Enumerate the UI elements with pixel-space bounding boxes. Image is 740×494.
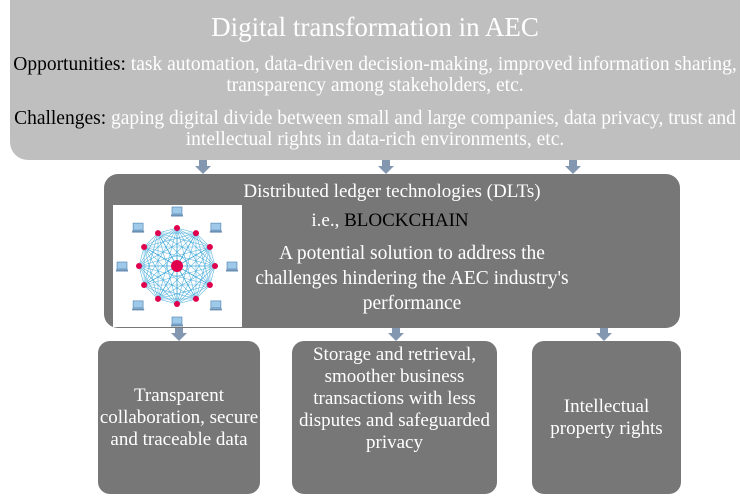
network-link [138, 246, 145, 267]
network-link [157, 233, 178, 305]
computer-icon [171, 206, 183, 217]
network-link [176, 227, 197, 299]
network-node [212, 263, 218, 269]
network-node [141, 244, 148, 250]
computer-icon [226, 261, 238, 272]
network-link [157, 232, 216, 267]
network-link [157, 265, 178, 300]
outcome-text: Storage and retrieval, smoother business… [299, 344, 490, 453]
computer-icon [132, 300, 145, 311]
computer-icon [132, 222, 145, 233]
network-link [209, 265, 216, 286]
outcome-box-collaboration: Transparent collaboration, secure and tr… [98, 341, 260, 494]
challenges-label: Challenges: [14, 108, 107, 129]
network-link [138, 246, 210, 267]
network-link [143, 265, 178, 286]
dlt-subheading: i.e., BLOCKCHAIN [240, 210, 540, 232]
network-link [143, 233, 159, 286]
network-graphic [116, 206, 238, 327]
blockchain-label: BLOCKCHAIN [344, 210, 469, 231]
network-link [144, 265, 216, 286]
blockchain-network-icon [113, 205, 242, 327]
dlt-heading: Distributed ledger technologies (DLTs) [243, 181, 541, 202]
network-link [144, 246, 216, 267]
network-node [193, 230, 199, 237]
opportunities-label: Opportunities: [13, 54, 126, 75]
network-link [157, 232, 211, 286]
network-node [155, 295, 161, 302]
challenges-text: Challenges: gaping digital divide betwee… [10, 108, 740, 150]
top-box [10, 0, 740, 160]
network-link [143, 232, 159, 248]
network-center-node [171, 260, 183, 272]
network-link [143, 232, 197, 286]
diagram-title: Digital transformation in AEC [211, 12, 539, 42]
network-link [143, 246, 197, 300]
dlt-description: A potential solution to address the chal… [255, 243, 569, 314]
computer-icon [171, 316, 183, 327]
network-link [138, 265, 210, 286]
network-link [138, 265, 145, 286]
network-link [157, 298, 178, 305]
network-node [174, 225, 180, 231]
network-link [157, 227, 178, 234]
network-link [157, 232, 178, 267]
network-link [157, 227, 178, 299]
outcome-box-ip-rights: Intellectual property rights [532, 341, 681, 494]
network-node [155, 230, 161, 237]
opportunities-text: Opportunities: task automation, data-dri… [10, 54, 740, 96]
network-link [157, 232, 210, 248]
network-node [206, 244, 213, 250]
network-node [141, 282, 148, 288]
network-link [195, 232, 211, 248]
network-link [143, 246, 159, 299]
network-link [143, 284, 159, 300]
computer-icon [209, 222, 222, 233]
network-node [193, 295, 199, 302]
network-link [157, 246, 211, 300]
network-link [143, 246, 178, 267]
network-node [136, 263, 142, 269]
network-link [176, 233, 197, 305]
challenges-body: gaping digital divide between small and … [106, 108, 736, 150]
network-link [195, 284, 211, 300]
network-link [209, 246, 216, 267]
dlt-prefix: i.e., [311, 210, 345, 231]
network-node [206, 282, 213, 288]
computer-icon [116, 261, 128, 272]
computer-icon [209, 300, 222, 311]
outcome-text: Intellectual property rights [550, 395, 663, 439]
network-link [176, 265, 197, 300]
network-link [176, 265, 211, 286]
network-node [174, 301, 180, 307]
network-link [176, 246, 211, 267]
network-link [176, 298, 197, 305]
network-link [176, 227, 197, 234]
outcome-text: Transparent collaboration, secure and tr… [99, 384, 259, 450]
outcome-box-storage: Storage and retrieval, smoother business… [292, 341, 497, 494]
opportunities-body: task automation, data-driven decision-ma… [125, 54, 737, 96]
